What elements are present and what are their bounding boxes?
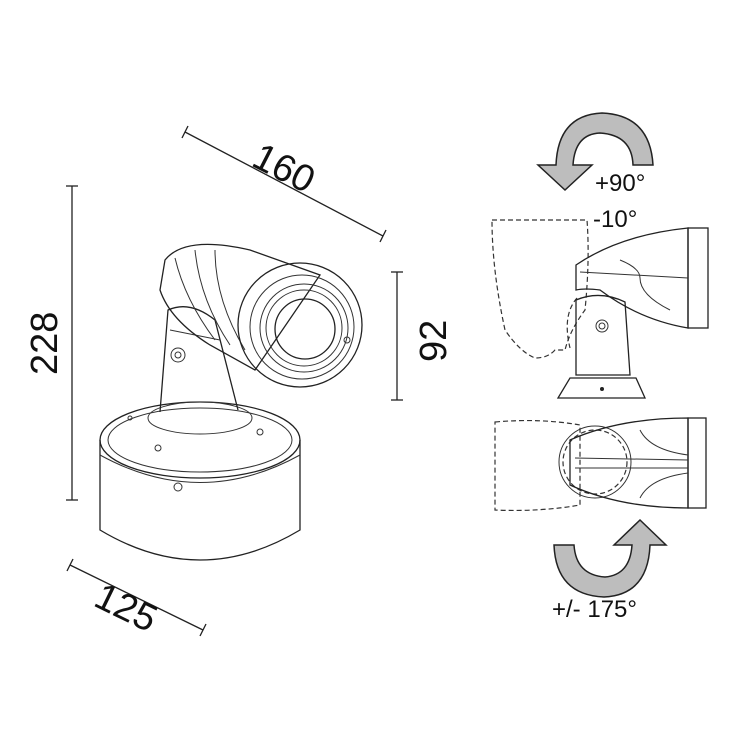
tilt-arrow-icon — [536, 112, 654, 192]
dimension-height-label: 228 — [24, 312, 66, 375]
rotation-arrow-icon — [553, 518, 668, 598]
dimension-head-height-label: 92 — [413, 320, 455, 362]
fixture-top-view — [494, 417, 707, 512]
rotation-label: +/- 175° — [552, 596, 637, 623]
dimension-height: 228 — [24, 185, 78, 501]
dimension-base: 125 — [66, 558, 207, 641]
dimension-head-height: 92 — [391, 271, 455, 401]
dimension-width: 160 — [181, 125, 387, 243]
tilt-up-label: +90° — [595, 170, 645, 197]
dimension-width-label: 160 — [246, 136, 322, 202]
tilt-down-label: -10° — [593, 206, 637, 233]
fixture-side-view — [491, 219, 709, 399]
fixture-perspective-view — [99, 243, 363, 561]
dimension-base-label: 125 — [88, 575, 163, 641]
